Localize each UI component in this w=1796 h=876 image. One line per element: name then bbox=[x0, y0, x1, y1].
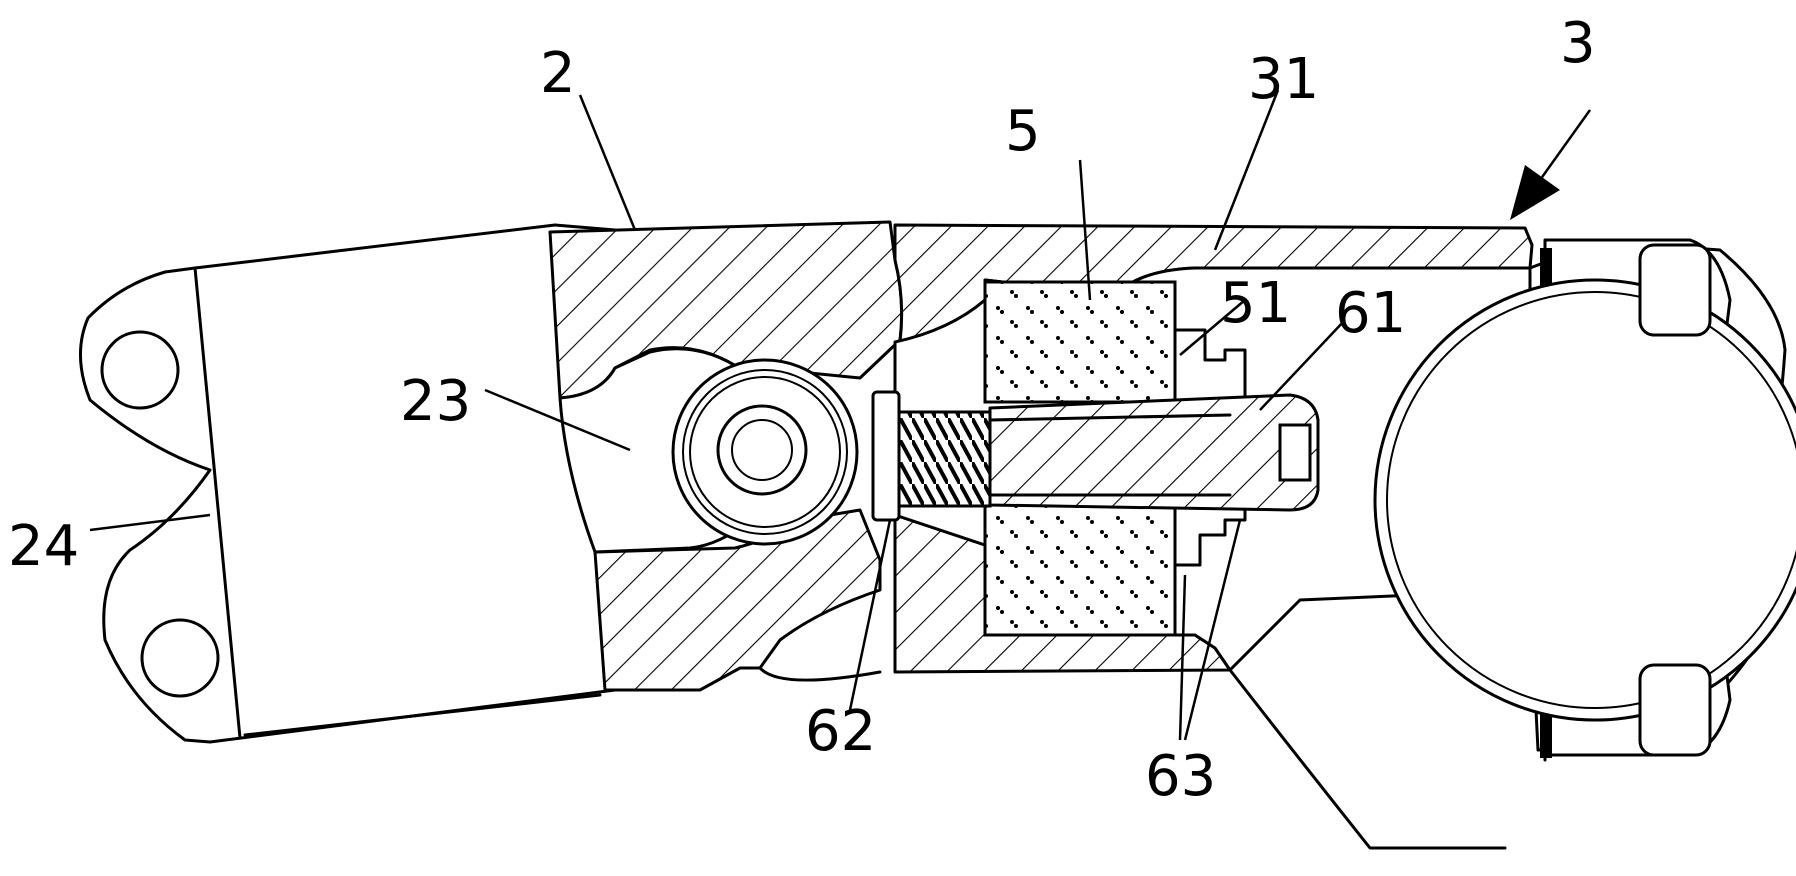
label-23: 23 bbox=[400, 369, 471, 434]
adjusting-rod bbox=[990, 395, 1318, 510]
clamp-bolt-boss-upper bbox=[1640, 245, 1710, 335]
label-51: 51 bbox=[1220, 271, 1291, 336]
label-5: 5 bbox=[1005, 99, 1041, 164]
leader-2 bbox=[580, 95, 635, 230]
label-2: 2 bbox=[540, 41, 576, 106]
label-63: 63 bbox=[1145, 744, 1216, 809]
rod-hex-socket bbox=[1280, 425, 1310, 480]
clamp-bolt-boss-lower bbox=[1640, 665, 1710, 755]
steerer-clamp-body bbox=[80, 225, 615, 742]
arrow-3-head bbox=[1510, 165, 1560, 220]
elastomer-block-lower bbox=[985, 505, 1175, 635]
stem-lower-contour bbox=[760, 668, 880, 680]
label-24: 24 bbox=[8, 514, 79, 579]
label-61: 61 bbox=[1335, 281, 1406, 346]
clamp-bolt-hole-upper bbox=[102, 332, 178, 408]
pivot-bearing bbox=[673, 360, 857, 544]
extension-lower-contour bbox=[1230, 670, 1505, 848]
spring-seat bbox=[873, 392, 899, 520]
label-31: 31 bbox=[1248, 47, 1319, 112]
label-3: 3 bbox=[1560, 11, 1596, 76]
arrow-3-shaft bbox=[1540, 110, 1590, 180]
clamp-bolt-hole-lower bbox=[142, 620, 218, 696]
label-62: 62 bbox=[805, 699, 876, 764]
elastomer-block-upper bbox=[985, 282, 1175, 402]
